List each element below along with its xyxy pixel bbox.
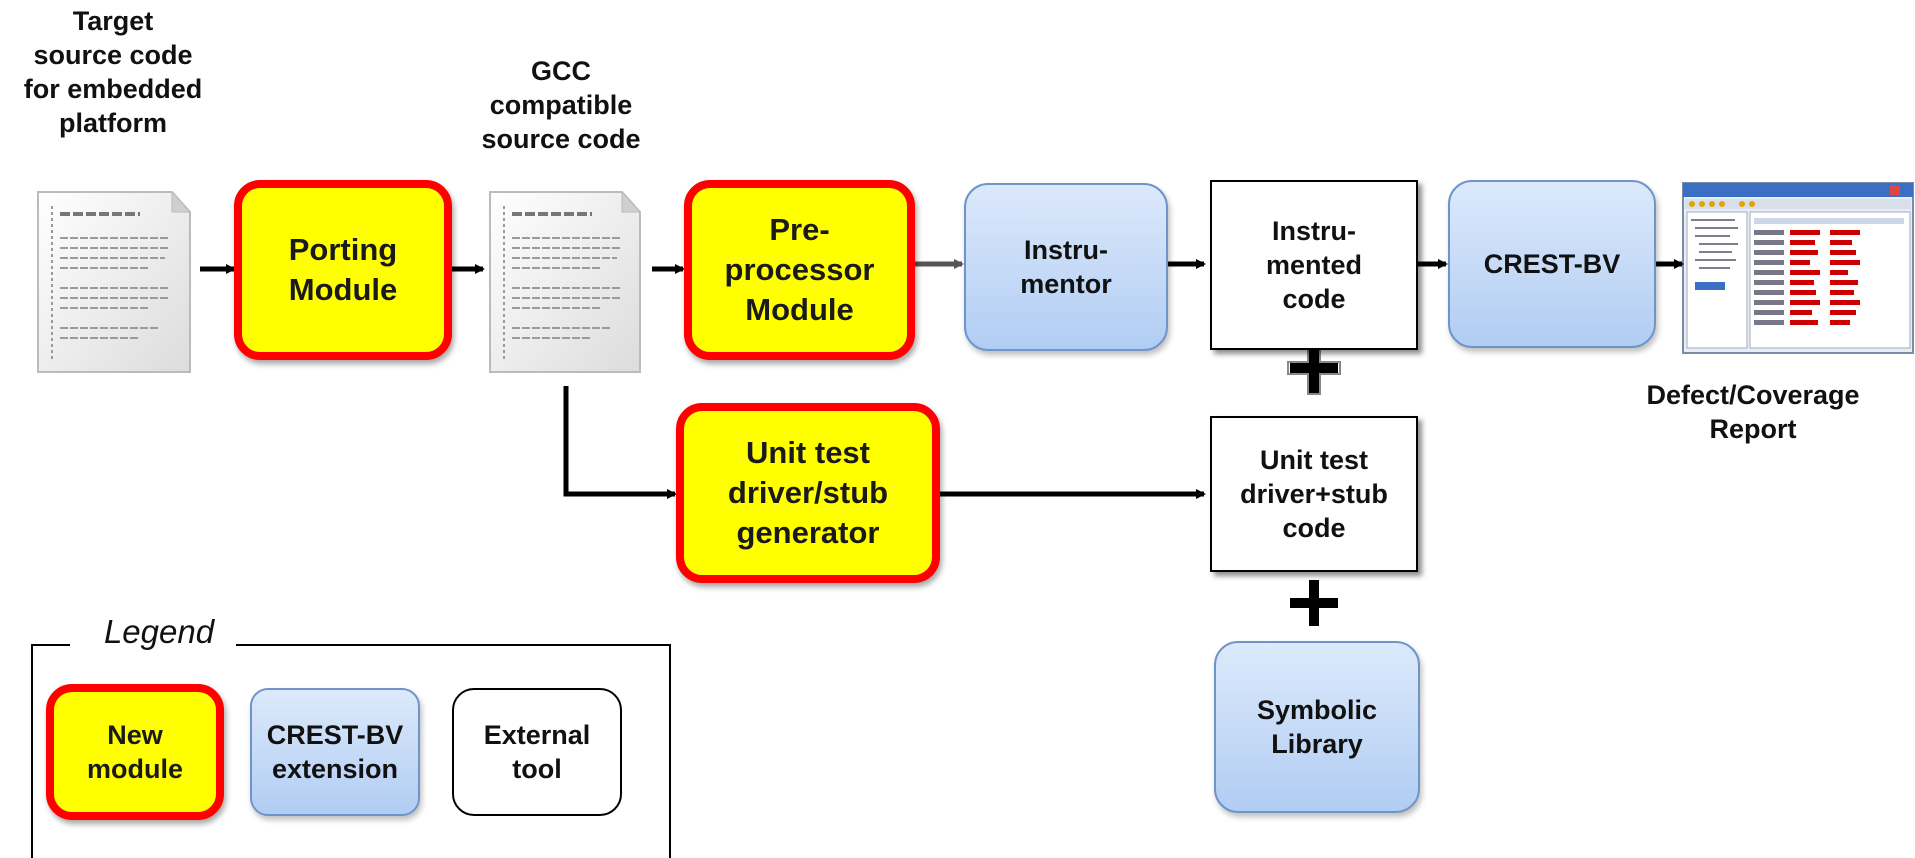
crest-bv-label: CREST-BV [1483, 249, 1621, 279]
instrumentor-label: Instru- mentor [1020, 235, 1112, 299]
symbolic-library-label: Symbolic Library [1256, 695, 1378, 759]
document-icon [489, 190, 642, 373]
legend-external-tool-label: External tool [483, 720, 591, 784]
plus-icon [1287, 341, 1341, 395]
legend-crest-extension-label: CREST-BV extension [266, 720, 404, 784]
porting-module[interactable]: Porting Module [234, 180, 452, 360]
target-source-label: Target source code for embedded platform [23, 6, 203, 138]
unit-test-code-box[interactable]: Unit test driver+stub code [1210, 416, 1418, 572]
crest-bv-box[interactable]: CREST-BV [1448, 180, 1656, 348]
arrow-gcc-to-unittest-generator [563, 386, 677, 499]
plus-icon [1290, 580, 1338, 626]
symbolic-library-box[interactable]: Symbolic Library [1214, 641, 1420, 813]
instrumentor-box[interactable]: Instru- mentor [964, 183, 1168, 351]
document-icon [37, 190, 192, 373]
report-screenshot-icon [1682, 182, 1914, 354]
unit-test-generator-module[interactable]: Unit test driver/stub generator [676, 403, 940, 583]
instrumented-code-box[interactable]: Instru- mented code [1210, 180, 1418, 350]
unit-test-generator-label: Unit test driver/stub generator [727, 435, 889, 550]
preprocessor-module-label: Pre- processor Module [724, 212, 875, 327]
instrumented-code-label: Instru- mented code [1265, 216, 1363, 314]
preprocessor-module[interactable]: Pre- processor Module [684, 180, 915, 360]
report-label: Defect/Coverage Report [1646, 380, 1860, 444]
legend-title: Legend [103, 613, 215, 650]
legend-external-tool: External tool [452, 688, 622, 816]
legend-crest-extension: CREST-BV extension [250, 688, 420, 816]
gcc-source-label: GCC compatible source code [481, 56, 641, 154]
legend-new-module-label: New module [86, 720, 183, 784]
porting-module-label: Porting Module [288, 232, 398, 307]
legend-new-module: New module [46, 684, 224, 820]
unit-test-code-label: Unit test driver+stub code [1240, 445, 1388, 543]
legend-frame [31, 644, 671, 858]
